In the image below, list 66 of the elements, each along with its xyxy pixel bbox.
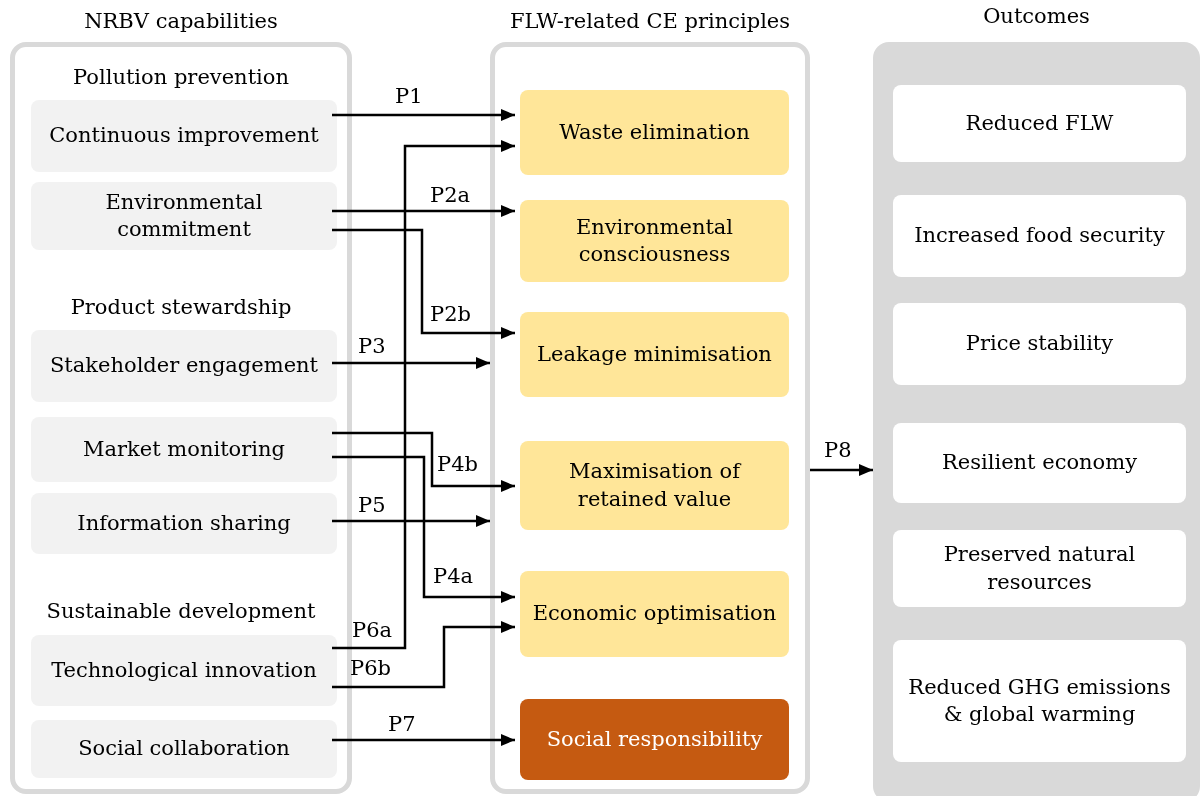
text-box [31, 182, 337, 250]
group-heading: Product stewardship [69, 295, 293, 319]
text-box [893, 303, 1186, 385]
edge-label: P2a [430, 183, 470, 207]
text-box [31, 330, 337, 402]
arrow [332, 734, 515, 746]
arrow [332, 515, 490, 527]
text-box [520, 441, 789, 530]
box-text: Technological innovation [50, 656, 318, 684]
text-box [893, 640, 1186, 762]
arrow [332, 205, 515, 217]
text-box [893, 195, 1186, 277]
box-text: Resilient economy [941, 449, 1138, 477]
edge-label: P4a [433, 564, 473, 588]
arrow [332, 109, 515, 121]
group-heading: Pollution prevention [72, 65, 290, 89]
edge-label: P4b [437, 452, 478, 476]
box-text: Reduced FLW [964, 109, 1115, 137]
edge-label: P8 [824, 438, 852, 462]
box-text: Reduced GHG emissions & global warming [907, 673, 1172, 728]
box-text: Social collaboration [77, 735, 291, 763]
text-box [31, 417, 337, 482]
text-box [520, 200, 789, 282]
panel-heading: NRBV capabilities [83, 9, 279, 33]
edge-label: P1 [395, 84, 423, 108]
box-text: Maximisation of retained value [568, 458, 743, 513]
box-text: Social responsibility [545, 725, 764, 753]
box-text: Leakage minimisation [536, 340, 773, 368]
text-box [893, 423, 1186, 503]
text-box [31, 635, 337, 706]
edge-label: P2b [430, 302, 471, 326]
arrow [332, 431, 515, 492]
edge-label: P5 [358, 493, 386, 517]
box-text: Increased food security [913, 222, 1166, 250]
box-text: Preserved natural resources [942, 541, 1137, 596]
edge-label: P7 [388, 712, 416, 736]
box-text: Economic optimisation [531, 600, 778, 628]
arrow [810, 464, 873, 476]
panel-heading: Outcomes [982, 4, 1091, 28]
text-box [31, 493, 337, 554]
arrow [332, 621, 515, 689]
arrow [332, 357, 490, 369]
text-box [520, 312, 789, 397]
box-text: Environmental commitment [104, 188, 264, 243]
box-text: Information sharing [76, 509, 292, 537]
box-text: Market monitoring [82, 435, 286, 463]
text-box [31, 720, 337, 778]
text-box [520, 90, 789, 175]
text-box [520, 571, 789, 657]
group-heading: Sustainable development [45, 599, 317, 623]
box-text: Waste elimination [558, 118, 751, 146]
text-box [893, 85, 1186, 162]
box-text: Stakeholder engagement [48, 352, 320, 380]
edge-label: P6a [352, 618, 392, 642]
text-box [520, 699, 789, 780]
text-box [31, 100, 337, 172]
box-text: Continuous improvement [48, 122, 320, 150]
arrow [332, 455, 515, 603]
text-box [893, 530, 1186, 607]
arrow [332, 140, 515, 650]
box-text: Price stability [964, 330, 1115, 358]
panel-heading: FLW-related CE principles [508, 9, 792, 33]
arrow [332, 228, 515, 339]
edge-label: P3 [358, 334, 386, 358]
box-text: Environmental consciousness [574, 213, 735, 268]
edge-label: P6b [350, 656, 391, 680]
